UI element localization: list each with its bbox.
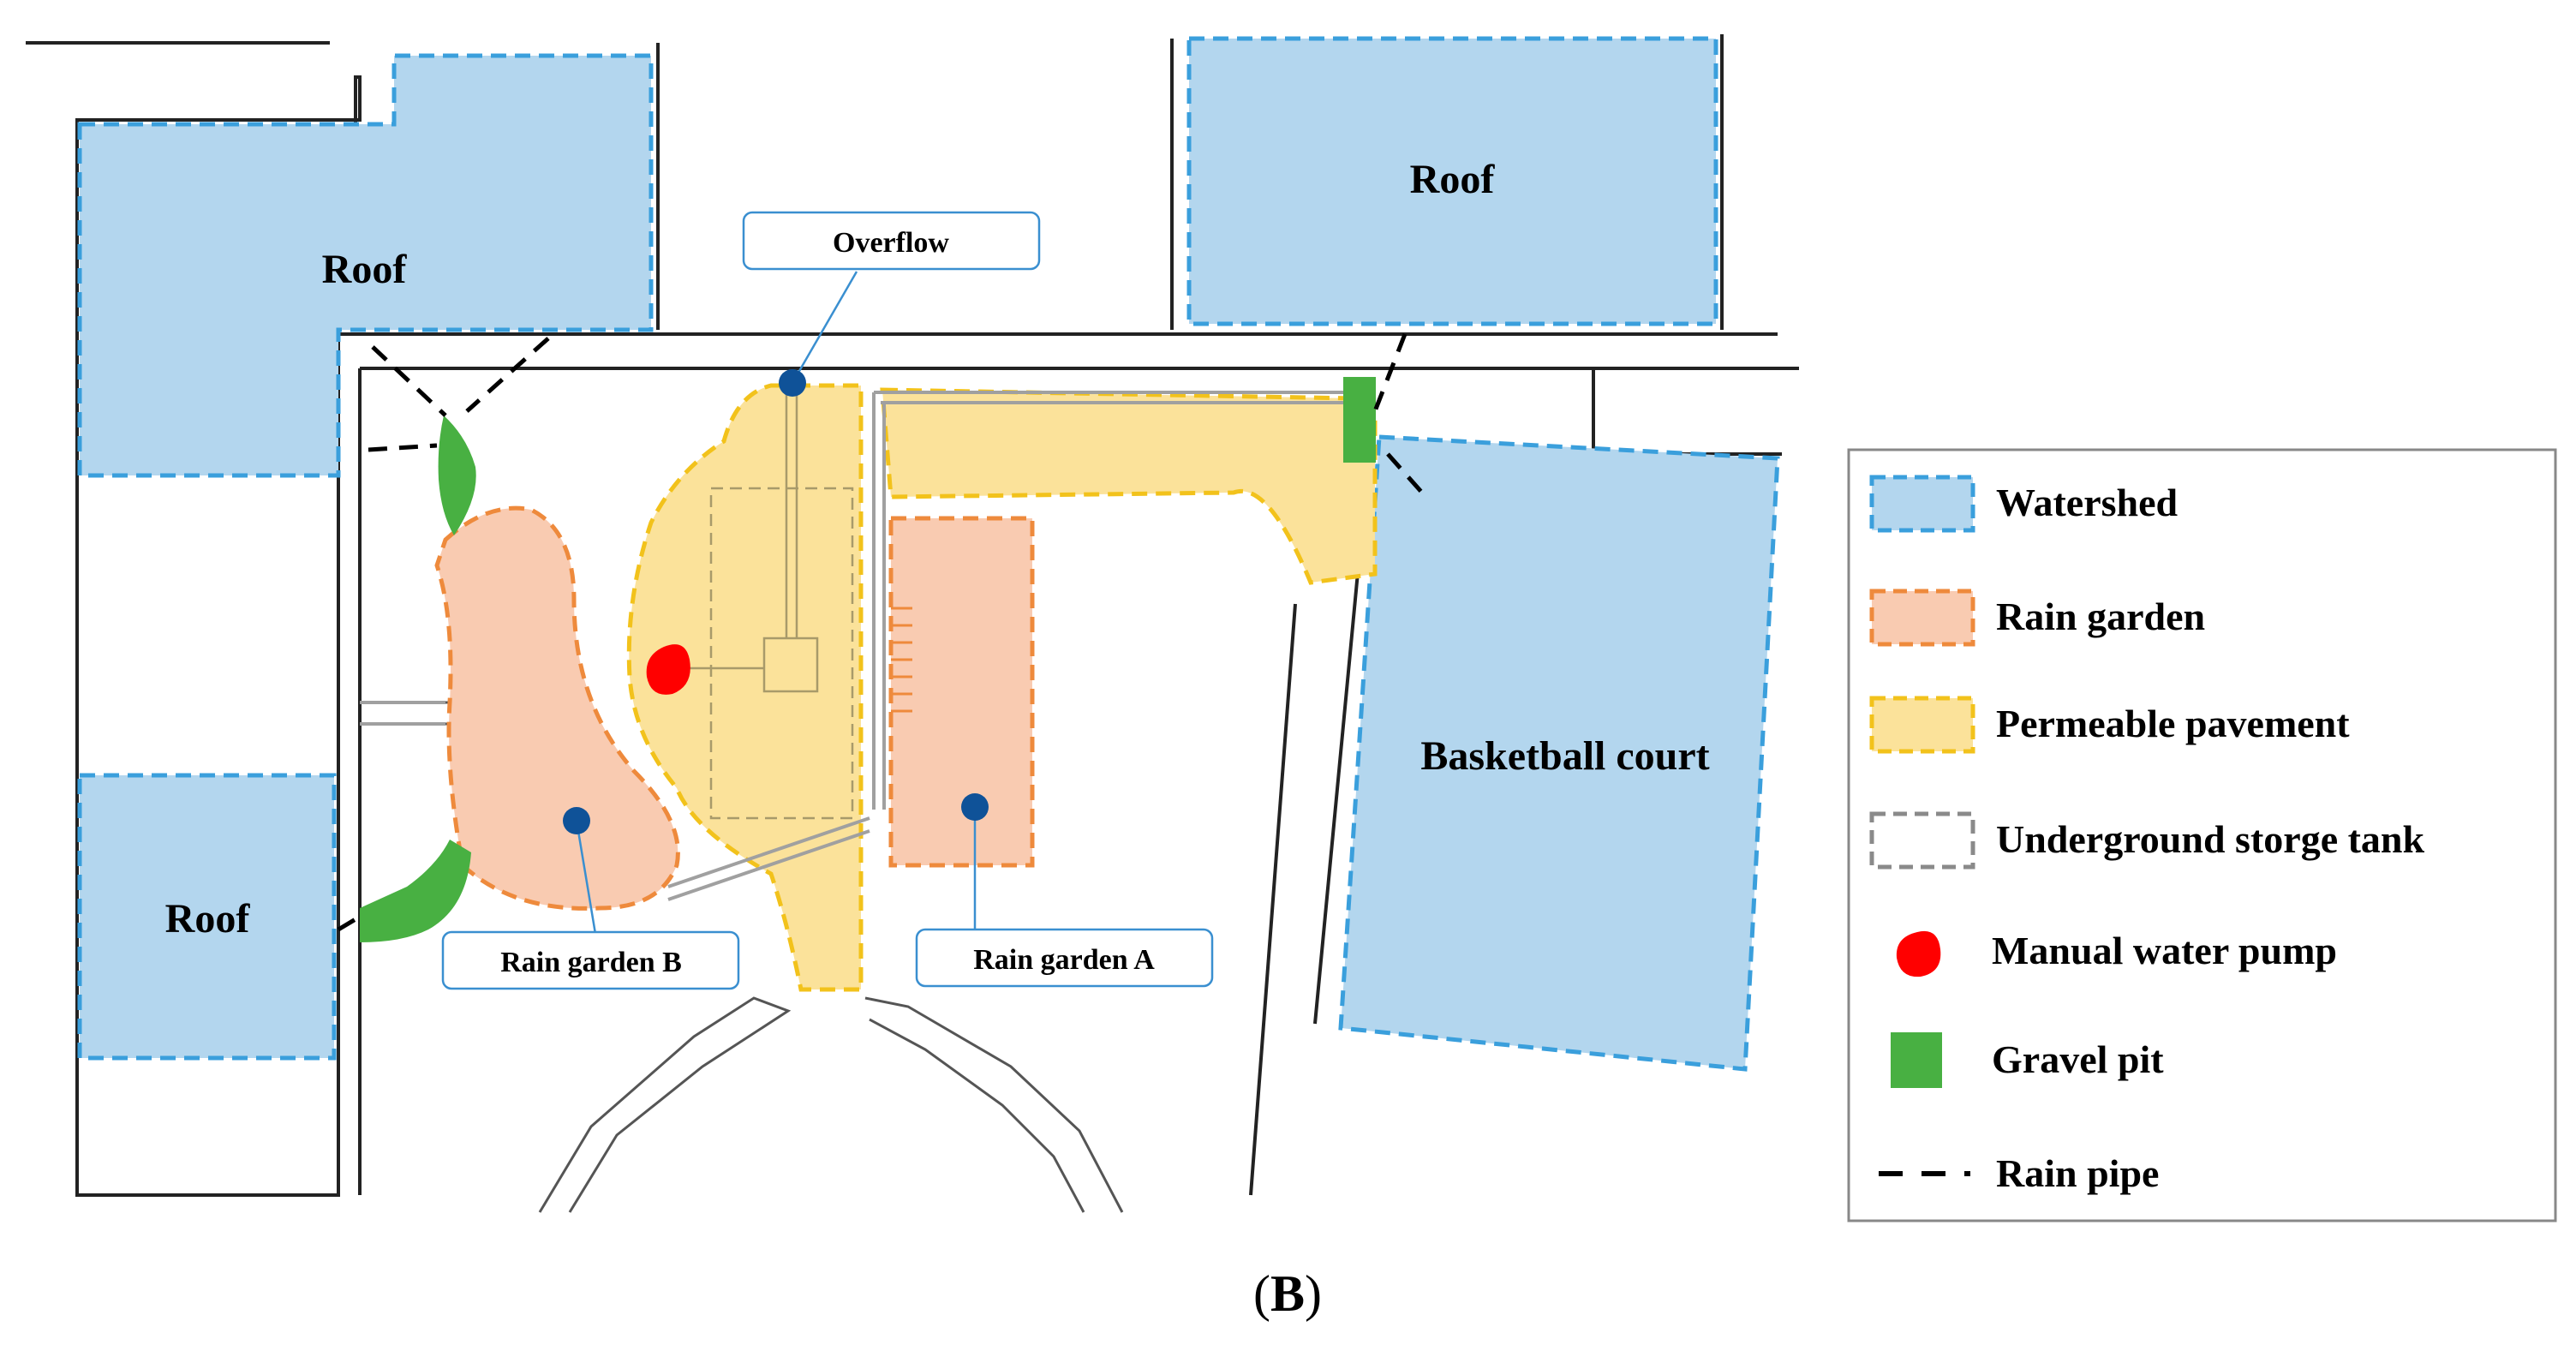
rain-garden-b-leader-line <box>575 820 597 935</box>
lower-arc-left-outer <box>538 996 792 1213</box>
pipe-to-garden-b <box>667 816 870 888</box>
right-building-step <box>1592 368 1782 456</box>
gravel-pit-north-west <box>438 415 476 535</box>
legend-item-rain-pipe: Rain pipe <box>1879 1151 2159 1195</box>
panel-label: (B) <box>1253 1265 1322 1322</box>
tank-outline <box>709 487 854 820</box>
legend-item-watershed: Watershed <box>1869 475 2179 533</box>
monitoring-points <box>563 271 989 935</box>
roof-bottom-left-label: Roof <box>165 896 251 942</box>
rain-pipe-nw-1 <box>371 345 447 417</box>
legend-item-gravel-pit: Gravel pit <box>1891 1032 2164 1088</box>
panel-label-suffix: ) <box>1305 1265 1322 1322</box>
rain-pipe-sw <box>337 914 362 932</box>
tank-chamber <box>762 637 819 693</box>
overflow-callout-box <box>742 211 1041 271</box>
underground-storage-tank <box>677 386 854 820</box>
pavement-central-area <box>626 383 864 992</box>
gravel-pits <box>360 377 1376 942</box>
rain-pipe-nw-3 <box>368 443 438 452</box>
overflow-point <box>779 369 806 397</box>
rain-garden-a-point <box>961 793 989 821</box>
legend-label: Rain pipe <box>1996 1151 2159 1195</box>
gravel-pit-north-east <box>1343 377 1376 463</box>
rain-garden-a-area <box>888 516 1035 868</box>
rain-garden-a-inlets <box>891 607 912 713</box>
legend-label: Manual water pump <box>1992 929 2337 972</box>
roof-top-left-label: Roof <box>322 247 408 292</box>
permeable-pavement-swatch-icon <box>1869 696 1975 754</box>
storage-tank-swatch-icon <box>1869 811 1975 870</box>
panel-label-letter: B <box>1270 1265 1305 1322</box>
lower-arc-right-inner <box>869 1018 1085 1213</box>
rain-pipe-nw-2 <box>465 337 550 413</box>
roof-top-left-area <box>77 53 654 478</box>
left-building-outline <box>75 75 362 1197</box>
legend-item-permeable-pavement: Permeable pavement <box>1869 696 2350 754</box>
pavement-east-strip <box>880 387 1378 585</box>
rain-garden-b-area <box>434 505 680 911</box>
basketball-court-label: Basketball court <box>1420 733 1709 779</box>
roof-bottom-left-area <box>77 773 337 1061</box>
overflow-leader-line <box>791 271 858 384</box>
conveyance-pipes <box>360 391 1349 901</box>
manual-water-pump <box>646 644 690 695</box>
pipe-to-garden-b-2 <box>667 829 870 901</box>
legend-label: Watershed <box>1996 481 2179 524</box>
legend-label: Underground storge tank <box>1996 817 2425 861</box>
rain-pipe-ne-1 <box>1372 333 1408 412</box>
roof-top-right-area <box>1186 36 1718 326</box>
legend-label: Gravel pit <box>1992 1037 2164 1081</box>
legend-item-water-pump: Manual water pump <box>1896 929 2337 977</box>
roof-top-right-label: Roof <box>1410 157 1496 202</box>
panel-label-prefix: ( <box>1253 1265 1270 1322</box>
lower-arc-right-outer <box>864 996 1124 1213</box>
rain-gardens <box>434 505 1035 911</box>
overflow-callout-label: Overflow <box>833 227 949 259</box>
watershed-areas <box>77 36 1780 1072</box>
water-pump-dot-icon <box>1896 930 1941 977</box>
rain-garden-swatch-icon <box>1869 589 1975 647</box>
rain-garden-a-callout-box <box>915 928 1214 988</box>
watershed-swatch-icon <box>1869 475 1975 533</box>
legend-item-rain-garden: Rain garden <box>1869 589 2205 647</box>
rain-garden-b-callout-box <box>441 930 740 990</box>
callout-boxes: Overflow Rain garden B Rain garden A <box>441 211 1214 990</box>
court-left-edge-2 <box>1249 603 1297 1196</box>
area-labels: Roof Roof Roof Basketball court <box>165 157 1710 942</box>
rain-pipe-ne-2 <box>1386 452 1424 494</box>
overflow-riser <box>785 386 798 638</box>
rain-garden-b-point <box>563 807 590 834</box>
basketball-court-area <box>1338 434 1780 1072</box>
rain-garden-a-callout-label: Rain garden A <box>973 944 1155 976</box>
rain-pipes <box>337 333 1424 932</box>
legend-label: Permeable pavement <box>1996 702 2350 745</box>
gravel-pit-square-icon <box>1891 1032 1942 1088</box>
building-walls <box>26 34 1799 1197</box>
legend-item-storage-tank: Underground storge tank <box>1869 811 2425 870</box>
rain-garden-b-callout-label: Rain garden B <box>500 947 682 978</box>
permeable-pavement-areas <box>626 383 1378 992</box>
gravel-pit-south-west <box>360 840 471 942</box>
legend-label: Rain garden <box>1996 595 2205 638</box>
legend: Watershed Rain garden Permeable pavement… <box>1847 448 2557 1222</box>
